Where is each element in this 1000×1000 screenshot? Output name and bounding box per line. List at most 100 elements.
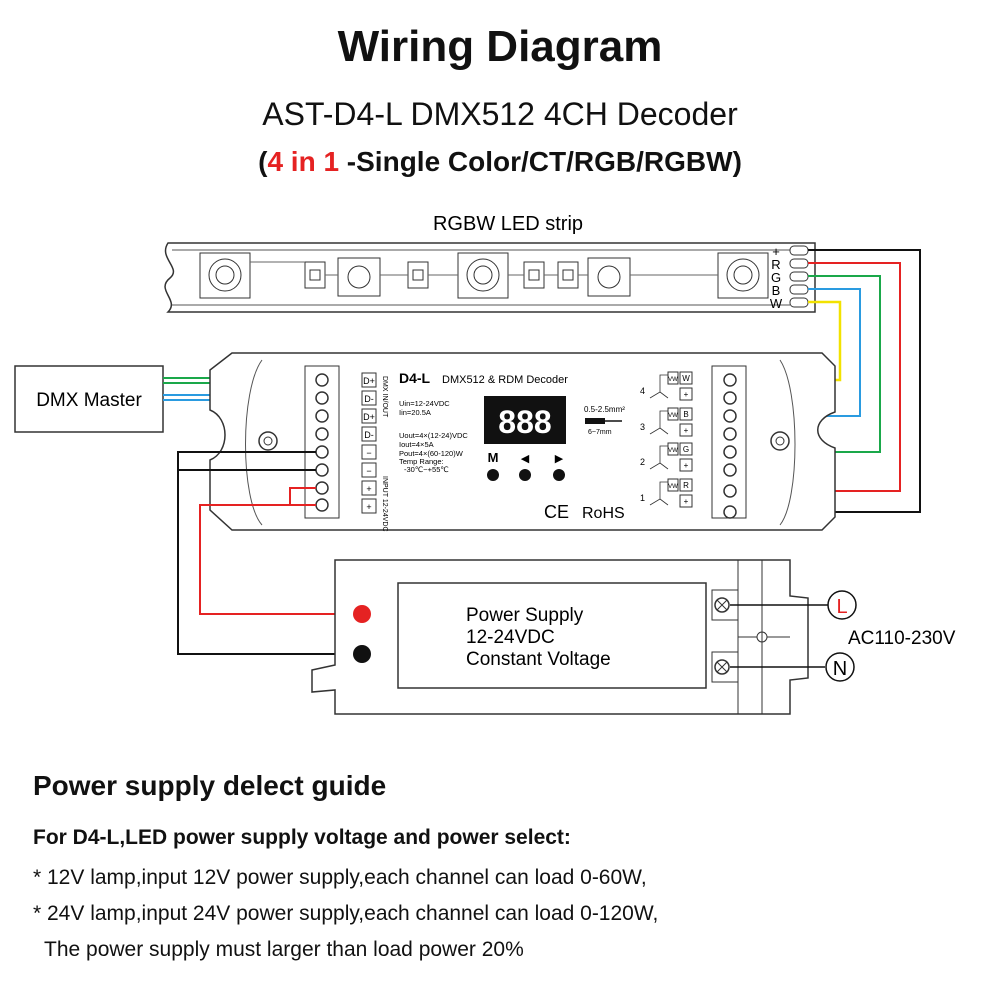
terminal-screw xyxy=(315,409,329,423)
variants-line: (4 in 1 -Single Color/CT/RGB/RGBW) xyxy=(0,146,1000,178)
terminal-label: + xyxy=(366,502,371,512)
power-wires xyxy=(177,451,360,655)
ac-input-label: AC110-230V xyxy=(848,628,956,649)
terminal-screw xyxy=(315,445,329,459)
resistor xyxy=(523,261,545,289)
power-supply-line1: Power Supply xyxy=(466,605,584,626)
dmx-master: DMX Master xyxy=(14,365,164,433)
strip-label: RGBW LED strip xyxy=(433,213,583,235)
input-voltage-label: INPUT 12-24VDC xyxy=(381,476,388,532)
strip-pin-label: W xyxy=(770,296,783,311)
live-terminal-icon xyxy=(827,590,857,620)
variants-rest: -Single Color/CT/RGB/RGBW) xyxy=(339,146,742,177)
strip-pin-label: + xyxy=(772,244,780,259)
channel-number: 2 xyxy=(640,457,645,467)
strip-pin-label: G xyxy=(771,270,781,285)
terminal-screw xyxy=(723,484,737,498)
terminal-screw xyxy=(723,427,737,441)
svg-text:VW: VW xyxy=(668,448,678,454)
terminal-screw xyxy=(315,498,329,512)
terminal-screw xyxy=(315,373,329,387)
svg-text:VW: VW xyxy=(668,377,678,383)
spec-iin: Iin=20.5A xyxy=(399,408,431,417)
terminal-screw xyxy=(723,391,737,405)
ce-mark: CE xyxy=(544,502,569,522)
channel-number: 3 xyxy=(640,422,645,432)
terminal-label: D+ xyxy=(363,412,375,422)
terminal-label: D- xyxy=(364,394,374,404)
dc-negative-terminal xyxy=(353,645,371,663)
spec-uin: Uin=12-24VDC xyxy=(399,399,450,408)
terminal-screw xyxy=(315,463,329,477)
resistor xyxy=(557,261,579,289)
spec-iout: Iout=4×5A xyxy=(399,440,434,449)
strip-pad xyxy=(789,297,809,308)
spec-temp-value: -30℃~+55℃ xyxy=(404,465,449,474)
variants-open: ( xyxy=(258,146,268,177)
terminal-label: D+ xyxy=(363,376,375,386)
guide-line: The power supply must larger than load p… xyxy=(44,938,524,961)
rohs-mark: RoHS xyxy=(582,505,625,522)
strip-pad xyxy=(789,258,809,269)
dmx-in-out-label: DMX IN/OUT xyxy=(381,376,388,418)
led-chip xyxy=(717,252,769,299)
strip-pin-label: B xyxy=(772,283,781,298)
mounting-hole xyxy=(263,436,273,446)
button-m-label: M xyxy=(488,450,499,465)
terminal-screw xyxy=(315,481,329,495)
guide-heading: For D4-L,LED power supply voltage and po… xyxy=(33,826,571,849)
led-display xyxy=(484,396,566,444)
terminal-label: − xyxy=(366,448,371,458)
button-left-label: ◀ xyxy=(521,453,530,465)
button-left[interactable] xyxy=(519,469,531,481)
button-m[interactable] xyxy=(487,469,499,481)
guide-line: * 24V lamp,input 24V power supply,each c… xyxy=(33,902,659,925)
power-supply-line3: Constant Voltage xyxy=(466,649,611,670)
power-supply-label-panel xyxy=(397,582,707,689)
decoder-model: D4-L xyxy=(399,370,431,386)
led-chip xyxy=(587,257,631,297)
left-terminal-block xyxy=(304,365,340,519)
mounting-hole xyxy=(775,436,785,446)
button-right[interactable] xyxy=(553,469,565,481)
strip-pin-label: R xyxy=(771,257,780,272)
led-chip xyxy=(199,252,251,299)
decoder-description: DMX512 & RDM Decoder xyxy=(442,374,568,386)
spec-temp-label: Temp Range: xyxy=(399,457,444,466)
button-right-label: ▶ xyxy=(555,453,564,465)
strip-pad xyxy=(789,271,809,282)
spec-uout: Uout=4×(12-24)VDC xyxy=(399,431,468,440)
live-terminal-label: L xyxy=(836,596,847,618)
terminal-screw xyxy=(723,463,737,477)
diagram-title: Wiring Diagram xyxy=(337,22,663,71)
channel-plus: + xyxy=(684,426,689,435)
variants-highlight: 4 in 1 xyxy=(267,146,340,177)
display-digits: 888 xyxy=(498,404,551,440)
terminal-screw xyxy=(723,373,737,387)
led-chip xyxy=(337,257,381,297)
terminal-screw xyxy=(723,505,737,519)
svg-text:VW: VW xyxy=(668,413,678,419)
power-supply-line2: 12-24VDC xyxy=(466,627,555,648)
channel-letter: B xyxy=(683,410,688,419)
channel-plus: + xyxy=(684,390,689,399)
svg-text:VW: VW xyxy=(668,484,678,490)
neutral-terminal-label: N xyxy=(833,658,847,680)
product-subtitle: AST-D4-L DMX512 4CH Decoder xyxy=(262,96,738,132)
dmx-master-label: DMX Master xyxy=(36,390,142,411)
neutral-terminal-icon xyxy=(825,652,855,682)
strip-pad xyxy=(789,245,809,256)
led-strip: + R G B W xyxy=(164,242,816,313)
channel-letter: G xyxy=(683,445,689,454)
terminal-screw xyxy=(315,391,329,405)
terminal-screw xyxy=(723,445,737,459)
channel-plus: + xyxy=(684,461,689,470)
decoder: D+ D- D+ D- − − + + DMX IN/OUT INPUT 12-… xyxy=(209,352,836,532)
channel-number: 1 xyxy=(640,493,645,503)
wire-spec-gauge: 0.5-2.5mm² xyxy=(584,405,625,414)
terminal-label: + xyxy=(366,484,371,494)
strip-pad xyxy=(789,284,809,295)
wiring-diagram: RGBW LED strip + R G B W xyxy=(14,213,956,715)
dc-positive-terminal xyxy=(353,605,371,623)
terminal-label: − xyxy=(366,466,371,476)
